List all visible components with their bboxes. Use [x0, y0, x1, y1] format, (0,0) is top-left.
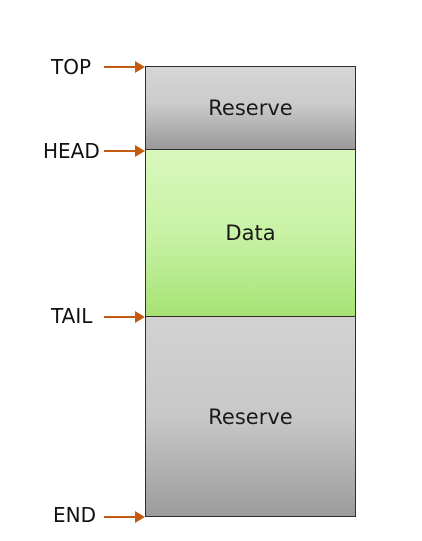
pointer-arrow-top — [104, 61, 145, 73]
pointer-label-tail: TAIL — [51, 304, 93, 328]
pointer-label-top: TOP — [51, 55, 92, 79]
pointer-arrow-tail — [104, 311, 145, 323]
data-block: Data — [145, 149, 356, 317]
reserve-block-bottom: Reserve — [145, 316, 356, 517]
data-block-label: Data — [225, 221, 276, 245]
pointer-arrow-head — [104, 145, 145, 157]
reserve-block-bottom-label: Reserve — [208, 404, 293, 429]
pointer-arrow-end — [104, 511, 145, 523]
pointer-label-head: HEAD — [43, 139, 100, 163]
reserve-block-top-label: Reserve — [208, 96, 293, 120]
reserve-block-top: Reserve — [145, 66, 356, 150]
pointer-label-end: END — [53, 503, 96, 527]
